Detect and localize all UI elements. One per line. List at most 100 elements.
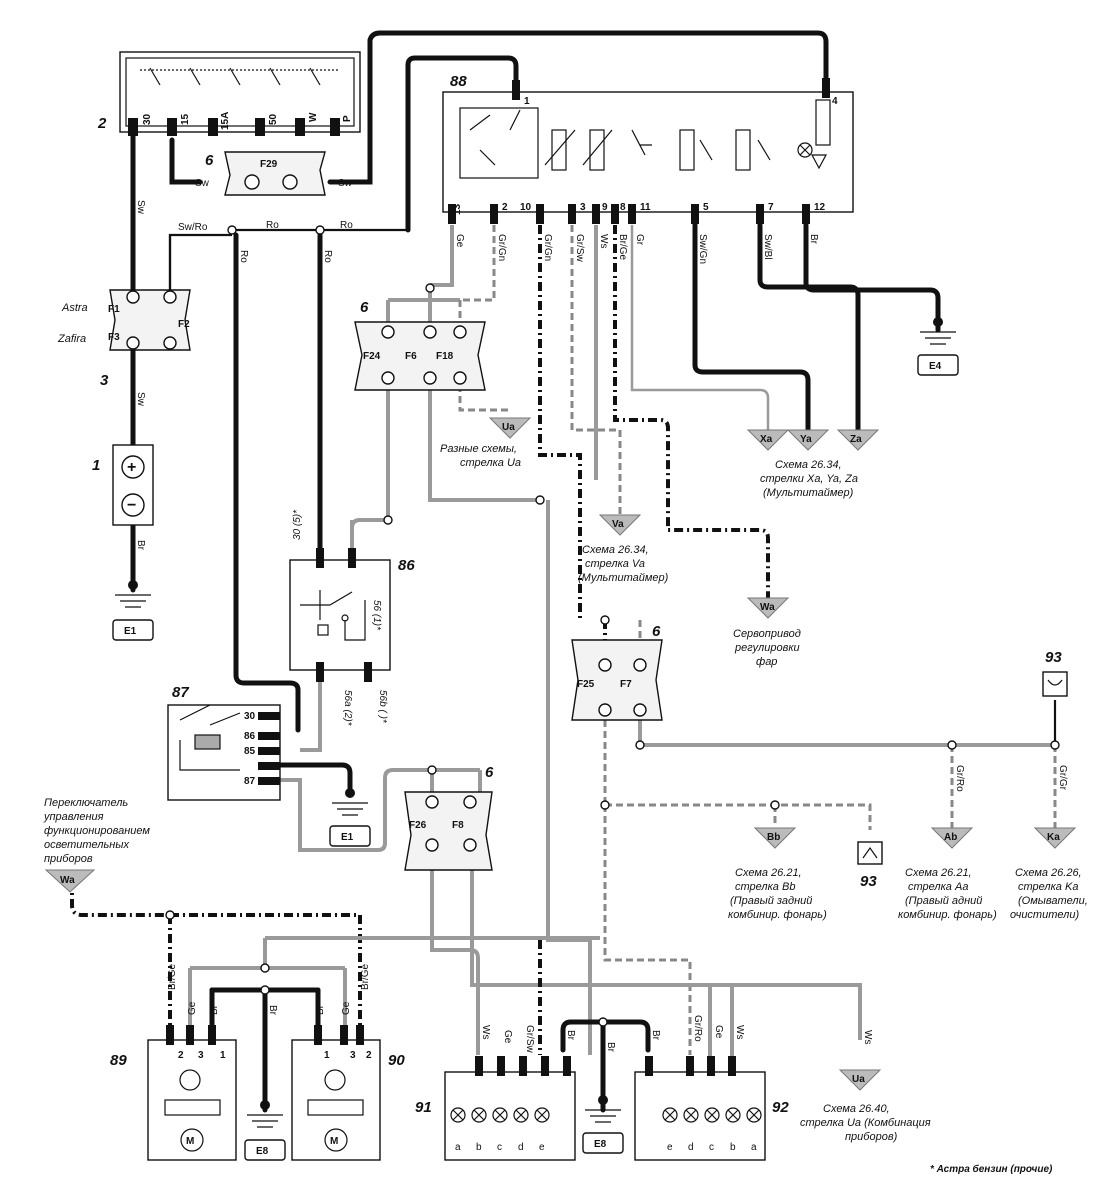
wire-ge-89: Ge bbox=[187, 1001, 198, 1015]
f29-label: F29 bbox=[260, 159, 278, 170]
ground-e4-group: E4 bbox=[917, 317, 959, 376]
ignition-switch: 30 15 15A 50 W P 2 bbox=[97, 51, 361, 136]
label-89: 89 bbox=[110, 1052, 127, 1069]
wire-grsw-1: Gr/Sw bbox=[574, 234, 585, 263]
m88-pin-2: 2 bbox=[502, 202, 508, 213]
label-93-top: 93 bbox=[1045, 649, 1062, 666]
p91-c: c bbox=[497, 1142, 502, 1153]
arrow-xa: Xa bbox=[760, 434, 773, 445]
fuse-f29: F29 6 Sw Sw bbox=[195, 151, 353, 196]
wire-sw-4: Sw bbox=[135, 392, 146, 407]
arrow-ua-bottom: Ws Ua Схема 26.40, стрелка Ua (Комбинаци… bbox=[800, 1030, 931, 1143]
cap-ab-2: стрелка Aa bbox=[908, 881, 968, 893]
label-6-top: 6 bbox=[205, 152, 214, 169]
f2-label: F2 bbox=[178, 319, 190, 330]
wire-grgn-1: Gr/Gn bbox=[496, 234, 507, 261]
cap-va-1: Схема 26.34, bbox=[582, 544, 649, 556]
cap-ab-1: Схема 26.21, bbox=[905, 867, 972, 879]
cap-ua-2: стрелка Ua bbox=[460, 457, 521, 469]
wire-sw-1: Sw bbox=[195, 178, 210, 189]
wire-ro-1: Ro bbox=[266, 220, 279, 231]
m88-pin-1: 1 bbox=[524, 96, 530, 107]
wire-ge-90: Ge bbox=[341, 1001, 352, 1015]
m89-pin-2: 2 bbox=[178, 1050, 184, 1061]
p91-b: b bbox=[476, 1142, 482, 1153]
cap-ka-4: очистители) bbox=[1010, 909, 1079, 921]
arrow-wa2: Wa bbox=[60, 875, 75, 886]
relay-87: 30 86 85 87 87 E1 bbox=[167, 684, 371, 847]
p92-c: c bbox=[709, 1142, 714, 1153]
cap-sw-5: приборов bbox=[44, 853, 93, 865]
m88-pin-12: 12 bbox=[814, 202, 826, 213]
lamps-92 bbox=[662, 1107, 762, 1123]
label-86: 86 bbox=[398, 557, 415, 574]
cap-ua-1: Разные схемы, bbox=[440, 443, 517, 455]
arrow-ua: Ua bbox=[502, 422, 515, 433]
wire-gr-1: Gr bbox=[634, 234, 645, 246]
arrow-ka: Ka bbox=[1047, 832, 1060, 843]
arrow-va: Va bbox=[612, 519, 624, 530]
cap-bb-2: стрелка Bb bbox=[735, 881, 795, 893]
p91-e: e bbox=[539, 1142, 545, 1153]
fuse-box-3: F1 F2 F3 Astra Zafira 3 Sw Sw Sw/Ro Ro R… bbox=[57, 200, 353, 407]
m89-pin-3: 3 bbox=[198, 1050, 204, 1061]
cap-xyz-1: Схема 26.34, bbox=[775, 459, 842, 471]
cap-wa-2: регулировки bbox=[734, 642, 800, 654]
ign-pin-15a: 15A bbox=[220, 112, 231, 130]
cap-wa-1: Сервопривод bbox=[733, 628, 801, 640]
lamp-block-92: e d c b a 92 Br Gr/Ro Ge Ws bbox=[634, 985, 789, 1161]
m90-motor: M bbox=[330, 1136, 338, 1147]
f24-label: F24 bbox=[363, 351, 381, 362]
cap-ua2-1: Схема 26.40, bbox=[823, 1103, 890, 1115]
cap-sw-4: осветительных bbox=[44, 839, 129, 851]
m88-pin-13: 13 bbox=[452, 203, 463, 215]
wire-ge-92: Ge bbox=[713, 1025, 724, 1039]
wire-grgr: Gr/Gr bbox=[1057, 765, 1068, 791]
f7-label: F7 bbox=[620, 679, 632, 690]
label-6-a: 6 bbox=[360, 299, 369, 316]
arrows-top: Ua Разные схемы, стрелка Ua Xa Ya Za Схе… bbox=[440, 417, 880, 668]
f26-label: F26 bbox=[409, 820, 427, 831]
m88-pin-8: 8 bbox=[620, 202, 626, 213]
battery: + − 1 Br E1 bbox=[92, 444, 154, 641]
m90-pin-1: 1 bbox=[324, 1050, 330, 1061]
wire-ro-4: Ro bbox=[322, 250, 333, 263]
ign-pin-30: 30 bbox=[142, 113, 153, 125]
p91-d: d bbox=[518, 1142, 524, 1153]
arrow-ua2: Ua bbox=[852, 1074, 865, 1085]
wire-ro-2: Ro bbox=[340, 220, 353, 231]
cap-wa-3: фар bbox=[756, 656, 777, 668]
cap-va-2: стрелка Va bbox=[585, 558, 645, 570]
lamp-block-91: a b c d e 91 Ws Ge Gr/Sw Br bbox=[415, 1025, 576, 1161]
r87-pin-30: 30 bbox=[244, 711, 256, 722]
wires bbox=[70, 30, 1057, 1113]
m88-pin-11: 11 bbox=[640, 202, 651, 213]
cap-ka-1: Схема 26.26, bbox=[1015, 867, 1082, 879]
wire-ws-91: Ws bbox=[480, 1025, 491, 1039]
r86-pin-30: 30 (5)* bbox=[292, 509, 303, 540]
arrows-right: Gr/Ro Gr/Gr Bb Ab Ka Схема 26.21, стрелк… bbox=[728, 765, 1088, 921]
ground-e8-left: E8 Br bbox=[244, 1005, 286, 1161]
cap-sw-3: функционированием bbox=[44, 825, 150, 837]
arrow-ya: Ya bbox=[800, 434, 812, 445]
motor-89: 2 3 1 M 89 Br/Ge Ge Br bbox=[110, 963, 237, 1161]
light-switch-caption: Переключатель управления функционировани… bbox=[43, 797, 270, 995]
wire-br-89: Br bbox=[209, 1004, 220, 1015]
cap-sw-2: управления bbox=[43, 811, 104, 823]
ground-e1b: E1 bbox=[341, 832, 354, 843]
ground-e1: E1 bbox=[124, 626, 137, 637]
m88-pin-3: 3 bbox=[580, 202, 586, 213]
wire-br-91: Br bbox=[565, 1030, 576, 1041]
cap-ab-3: (Правый адний bbox=[905, 895, 982, 907]
f6-label: F6 bbox=[405, 351, 417, 362]
wire-br-2: Br bbox=[808, 234, 819, 245]
fuse-box-f24: F24 F6 F18 6 bbox=[354, 283, 486, 391]
module-88: 13 2 10 3 9 8 11 5 7 12 1 4 88 Ge Gr/Gn … bbox=[442, 73, 854, 264]
wire-brge-90: Br/Ge bbox=[360, 963, 371, 990]
m89-motor: M bbox=[186, 1136, 194, 1147]
ign-pin-w: W bbox=[308, 112, 319, 122]
arrow-za: Za bbox=[850, 434, 862, 445]
f8-label: F8 bbox=[452, 820, 464, 831]
label-6-c: 6 bbox=[485, 764, 494, 781]
ign-pin-p: P bbox=[342, 115, 353, 122]
